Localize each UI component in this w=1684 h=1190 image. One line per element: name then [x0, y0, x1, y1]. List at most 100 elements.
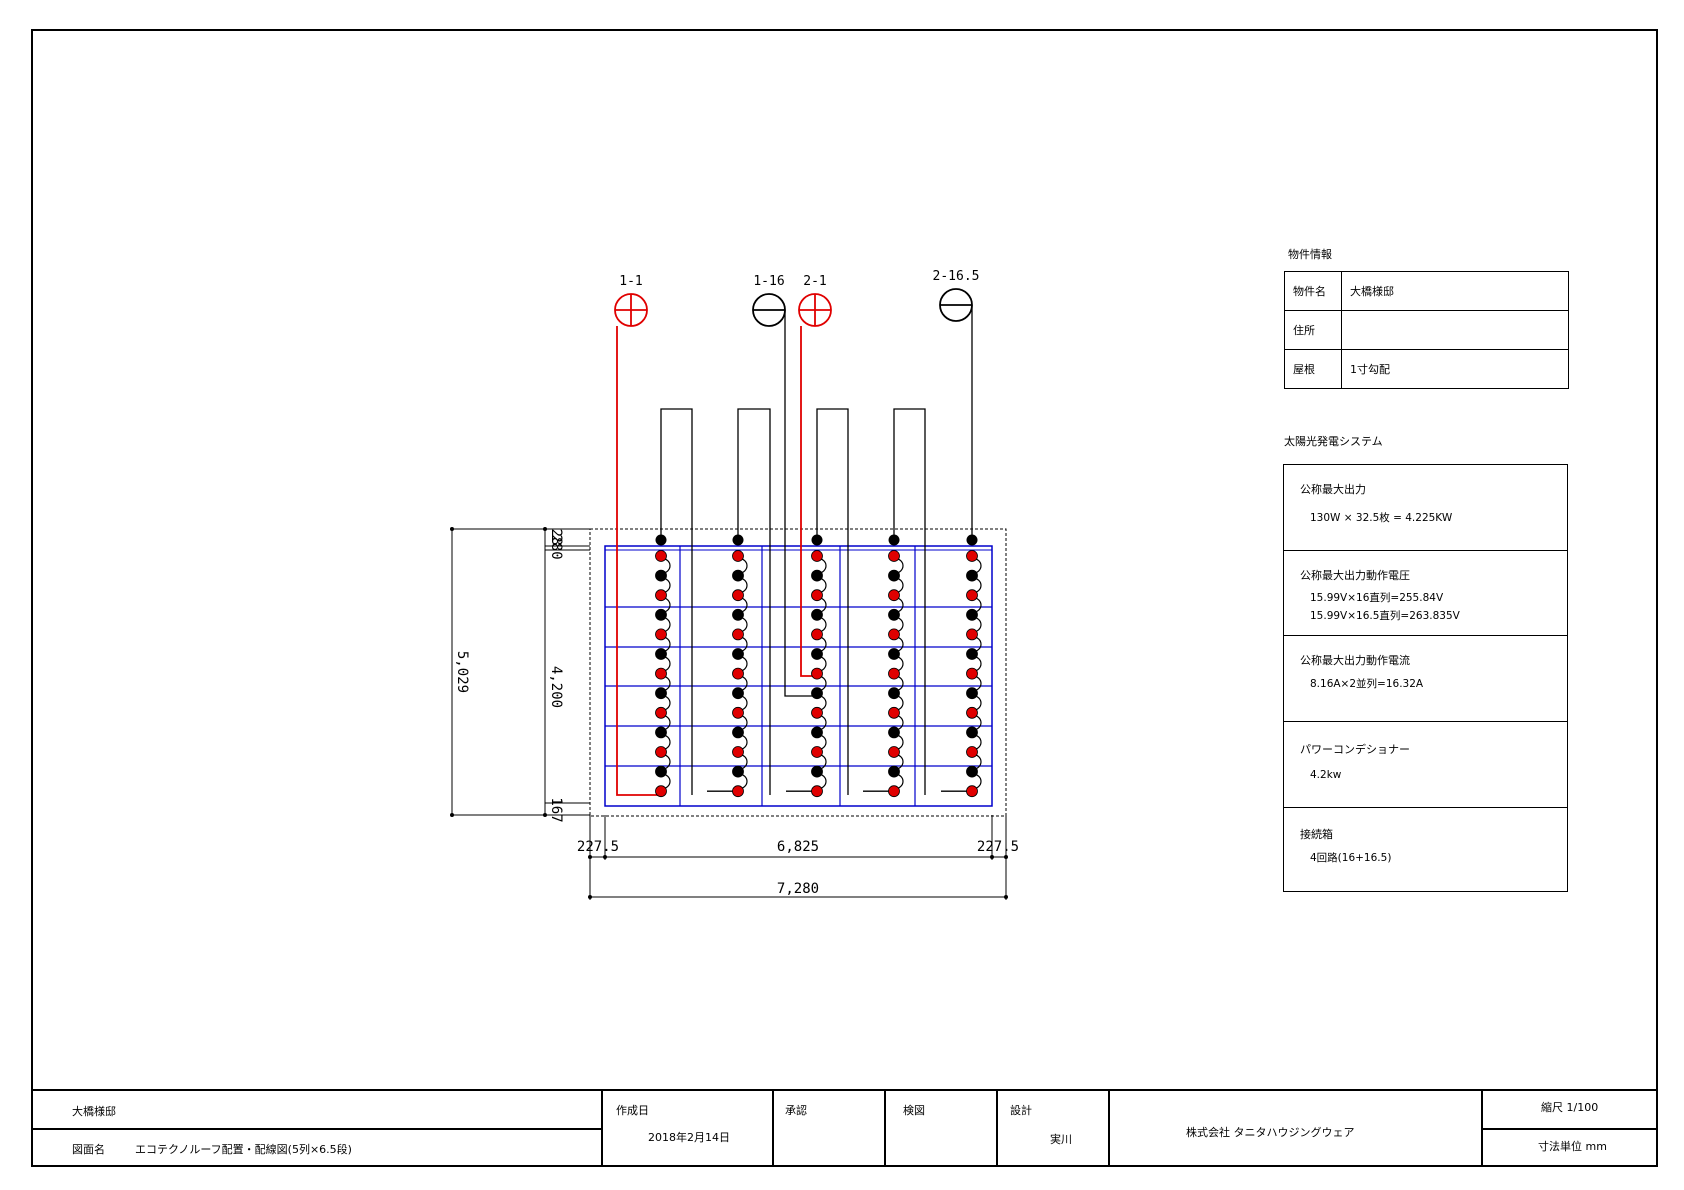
string-return-loops — [660, 408, 982, 795]
connector-dot — [888, 648, 900, 660]
connector-dot — [811, 765, 823, 778]
array-outer-boundary — [589, 528, 1007, 817]
connector-dot — [732, 648, 744, 660]
connector-dot — [811, 589, 823, 602]
created-date: 2018年2月14日 — [648, 1131, 730, 1144]
address-label: 住所 — [1284, 310, 1342, 350]
roof-label: 屋根 — [1284, 349, 1342, 389]
connector-dot — [811, 648, 823, 660]
total-height-label: 5,029 — [454, 651, 470, 693]
right-margin-label: 227.5 — [977, 839, 1019, 855]
spec-power-conditioner: パワーコンデショナー 4.2kw — [1284, 722, 1567, 808]
connector-dot — [655, 608, 667, 621]
company-name: 株式会社 タニタハウジングウェア — [1186, 1126, 1355, 1139]
property-info-table: 物件名 大橋様邸 住所 屋根 1寸勾配 — [1284, 271, 1569, 389]
connector-dot — [966, 648, 978, 660]
string1-positive-wire — [616, 326, 661, 796]
connector-dot — [966, 550, 978, 562]
drawing-name: エコテクノルーフ配置・配線図(5列×6.5段) — [135, 1143, 352, 1156]
terminal-label: 1-16 — [753, 274, 784, 289]
dimension-tick — [450, 813, 454, 817]
spec-pc-title: パワーコンデショナー — [1300, 743, 1410, 756]
connector-dot — [655, 706, 667, 719]
connector-dot — [811, 569, 823, 582]
connector-dot — [811, 534, 823, 546]
connector-dot — [655, 726, 667, 739]
connector-dot — [811, 687, 823, 700]
connector-dot — [888, 569, 900, 582]
dimension-tick — [543, 527, 547, 531]
connector-dot — [888, 628, 900, 641]
connector-dot — [888, 550, 900, 562]
connector-dot — [888, 746, 900, 758]
panel-grid-outline — [604, 545, 993, 807]
connector-dot — [966, 687, 978, 700]
property-name-value: 大橋様邸 — [1341, 271, 1569, 311]
connector-dot — [811, 628, 823, 641]
property-info-heading: 物件情報 — [1288, 248, 1332, 261]
connector-dot — [732, 667, 744, 680]
roof-value: 1寸勾配 — [1341, 349, 1569, 389]
connector-dot — [966, 785, 978, 798]
connector-dot — [966, 569, 978, 582]
terminal-label: 2-1 — [803, 274, 826, 289]
top-small-label: 28 — [548, 529, 564, 546]
dimension-tick — [588, 895, 592, 899]
designer-name: 実川 — [1050, 1133, 1072, 1146]
spec-output-value: 130W × 32.5枚 = 4.225KW — [1310, 512, 1453, 524]
top-margin-label: 280 — [548, 534, 564, 559]
connector-dot — [732, 534, 744, 546]
connector-dot — [732, 726, 744, 739]
panel-grid — [604, 545, 993, 807]
table-row: 屋根 1寸勾配 — [1284, 349, 1569, 389]
spec-pc-value: 4.2kw — [1310, 769, 1342, 781]
connector-dot — [966, 765, 978, 778]
connector-dot — [811, 667, 823, 680]
connector-dot — [888, 534, 900, 546]
connector-dot — [888, 765, 900, 778]
title-block: 大橋様邸 図面名 エコテクノルーフ配置・配線図(5列×6.5段) 作成日 201… — [31, 1089, 1658, 1167]
column-return-wire — [816, 408, 849, 795]
connector-dot — [655, 628, 667, 641]
connector-dot — [732, 785, 744, 798]
connector-dot — [732, 608, 744, 621]
spec-voltage-line1: 15.99V×16直列=255.84V — [1310, 592, 1444, 604]
drawing-frame — [31, 29, 1658, 1167]
approval-label: 承認 — [785, 1104, 807, 1117]
connector-dot — [732, 550, 744, 562]
connector-dot — [888, 608, 900, 621]
dimension-tick — [1004, 855, 1008, 859]
connector-dot — [966, 534, 978, 546]
connector-dot — [811, 726, 823, 739]
string2-positive-wire — [800, 326, 817, 677]
connector-dot — [732, 589, 744, 602]
connector-dot — [655, 534, 667, 546]
client-name: 大橋様邸 — [72, 1105, 116, 1118]
connector-dot — [966, 726, 978, 739]
dimension-tick — [603, 855, 607, 859]
column-return-wire — [737, 408, 771, 795]
spec-output: 公称最大出力 130W × 32.5枚 = 4.225KW — [1284, 465, 1567, 551]
connector-dot — [888, 785, 900, 798]
column-return-wire — [893, 408, 926, 795]
connector-dot — [732, 569, 744, 582]
system-heading: 太陽光発電システム — [1284, 435, 1383, 448]
terminal-label: 2-16.5 — [933, 269, 980, 284]
column-return-wire — [660, 408, 693, 795]
table-row: 物件名 大橋様邸 — [1284, 271, 1569, 311]
property-name-label: 物件名 — [1284, 271, 1342, 311]
connector-dot — [811, 746, 823, 758]
string1-negative-wire — [784, 310, 817, 697]
left-margin-label: 227.5 — [577, 839, 619, 855]
connector-dot — [732, 746, 744, 758]
dimension-tick — [543, 813, 547, 817]
spec-jb-title: 接続箱 — [1300, 828, 1333, 841]
connector-dot — [811, 550, 823, 562]
connector-dot — [655, 785, 667, 798]
connector-dot — [966, 608, 978, 621]
connector-dot — [732, 765, 744, 778]
scale: 縮尺 1/100 — [1541, 1101, 1599, 1114]
